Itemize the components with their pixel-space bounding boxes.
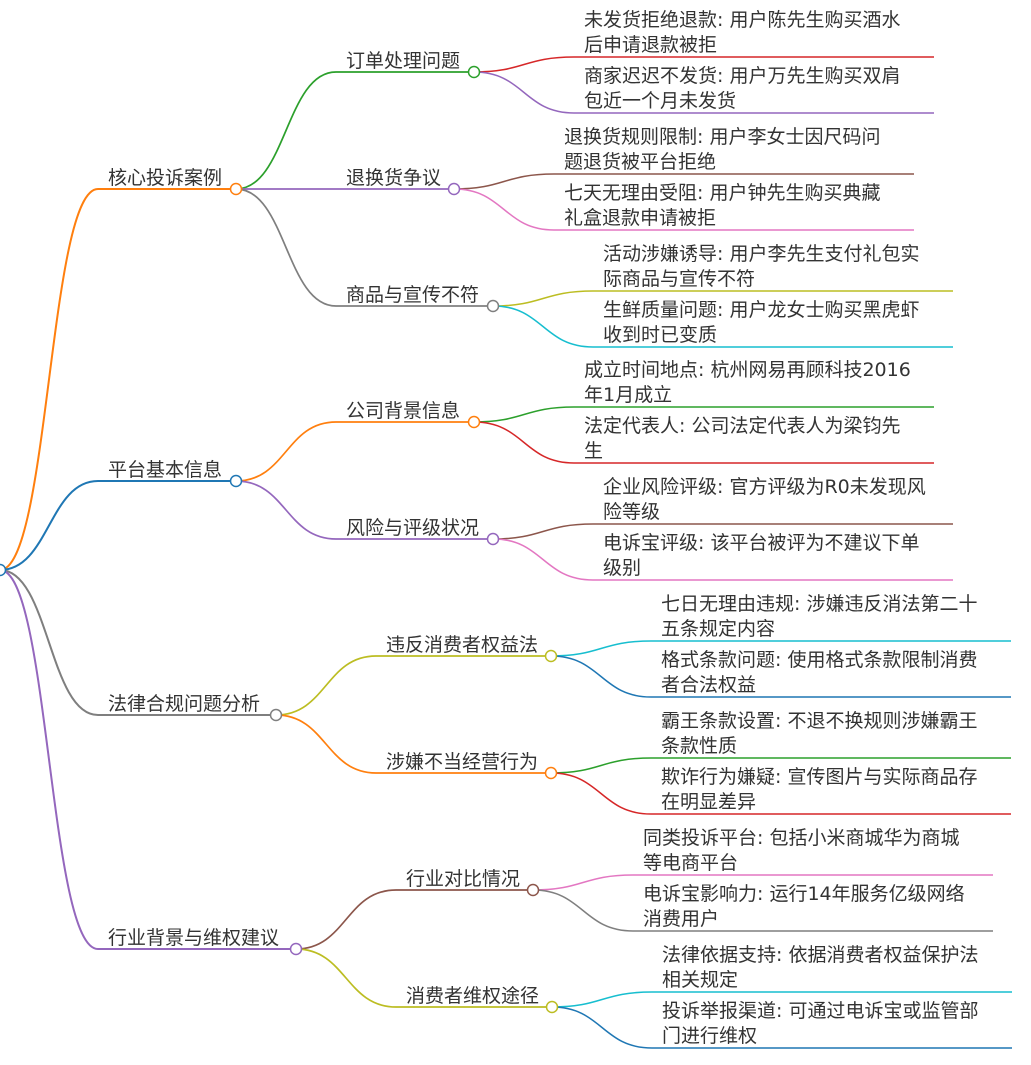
industry-background-and-advice-toggle-circle[interactable] bbox=[289, 942, 303, 956]
enterprise-risk-rating-connector bbox=[492, 523, 594, 540]
company-background-connector bbox=[235, 421, 337, 482]
root-node-toggle-circle[interactable] bbox=[0, 563, 7, 577]
legal-representative-connector bbox=[473, 421, 575, 464]
dianshubao-rating-connector bbox=[492, 538, 594, 581]
legal-compliance-analysis-toggle-circle[interactable] bbox=[269, 708, 283, 722]
consumer-rights-channels-connector bbox=[295, 948, 397, 1008]
consumer-rights-channels-toggle-circle[interactable] bbox=[545, 1000, 559, 1014]
return-rule-restriction-connector bbox=[453, 173, 555, 190]
seven-day-return-violation-connector bbox=[550, 640, 652, 657]
suspected-improper-business-connector bbox=[275, 714, 377, 774]
connector-layer bbox=[0, 56, 1012, 1049]
suspected-improper-business-toggle-circle[interactable] bbox=[544, 766, 558, 780]
product-advertising-mismatch-toggle-circle[interactable] bbox=[486, 299, 500, 313]
dianshubao-influence-connector bbox=[532, 889, 634, 932]
core-complaint-cases-connector bbox=[0, 188, 99, 571]
industry-background-and-advice-connector bbox=[0, 569, 99, 950]
founding-time-place-connector bbox=[473, 406, 575, 423]
company-background-toggle-circle[interactable] bbox=[467, 415, 481, 429]
risk-and-rating-status-toggle-circle[interactable] bbox=[486, 532, 500, 546]
industry-comparison-connector bbox=[295, 889, 397, 950]
seven-day-return-blocked-connector bbox=[453, 188, 555, 231]
platform-basic-info-connector bbox=[0, 480, 99, 571]
standard-terms-issue-connector bbox=[550, 655, 652, 698]
unshipped-refund-refused-connector bbox=[473, 56, 575, 73]
unfair-terms-connector bbox=[550, 757, 652, 774]
order-processing-issues-connector bbox=[235, 71, 337, 190]
order-processing-issues-toggle-circle[interactable] bbox=[467, 65, 481, 79]
similar-complaint-platforms-connector bbox=[532, 874, 634, 891]
return-exchange-disputes-toggle-circle[interactable] bbox=[447, 182, 461, 196]
suspected-fraud-connector bbox=[550, 772, 652, 815]
risk-and-rating-status-connector bbox=[235, 480, 337, 540]
consumer-rights-law-violation-toggle-circle[interactable] bbox=[544, 649, 558, 663]
complaint-report-channels-connector bbox=[551, 1006, 653, 1049]
product-advertising-mismatch-connector bbox=[235, 188, 337, 307]
node-circle-layer bbox=[0, 65, 559, 1014]
fresh-food-quality-connector bbox=[492, 305, 594, 348]
legal-compliance-analysis-connector bbox=[0, 569, 99, 716]
consumer-rights-law-violation-connector bbox=[275, 655, 377, 716]
core-complaint-cases-toggle-circle[interactable] bbox=[229, 182, 243, 196]
platform-basic-info-toggle-circle[interactable] bbox=[229, 474, 243, 488]
merchant-delayed-shipping-connector bbox=[473, 71, 575, 114]
legal-basis-support-connector bbox=[551, 991, 653, 1008]
promotion-inducement-connector bbox=[492, 290, 594, 307]
industry-comparison-toggle-circle[interactable] bbox=[526, 883, 540, 897]
